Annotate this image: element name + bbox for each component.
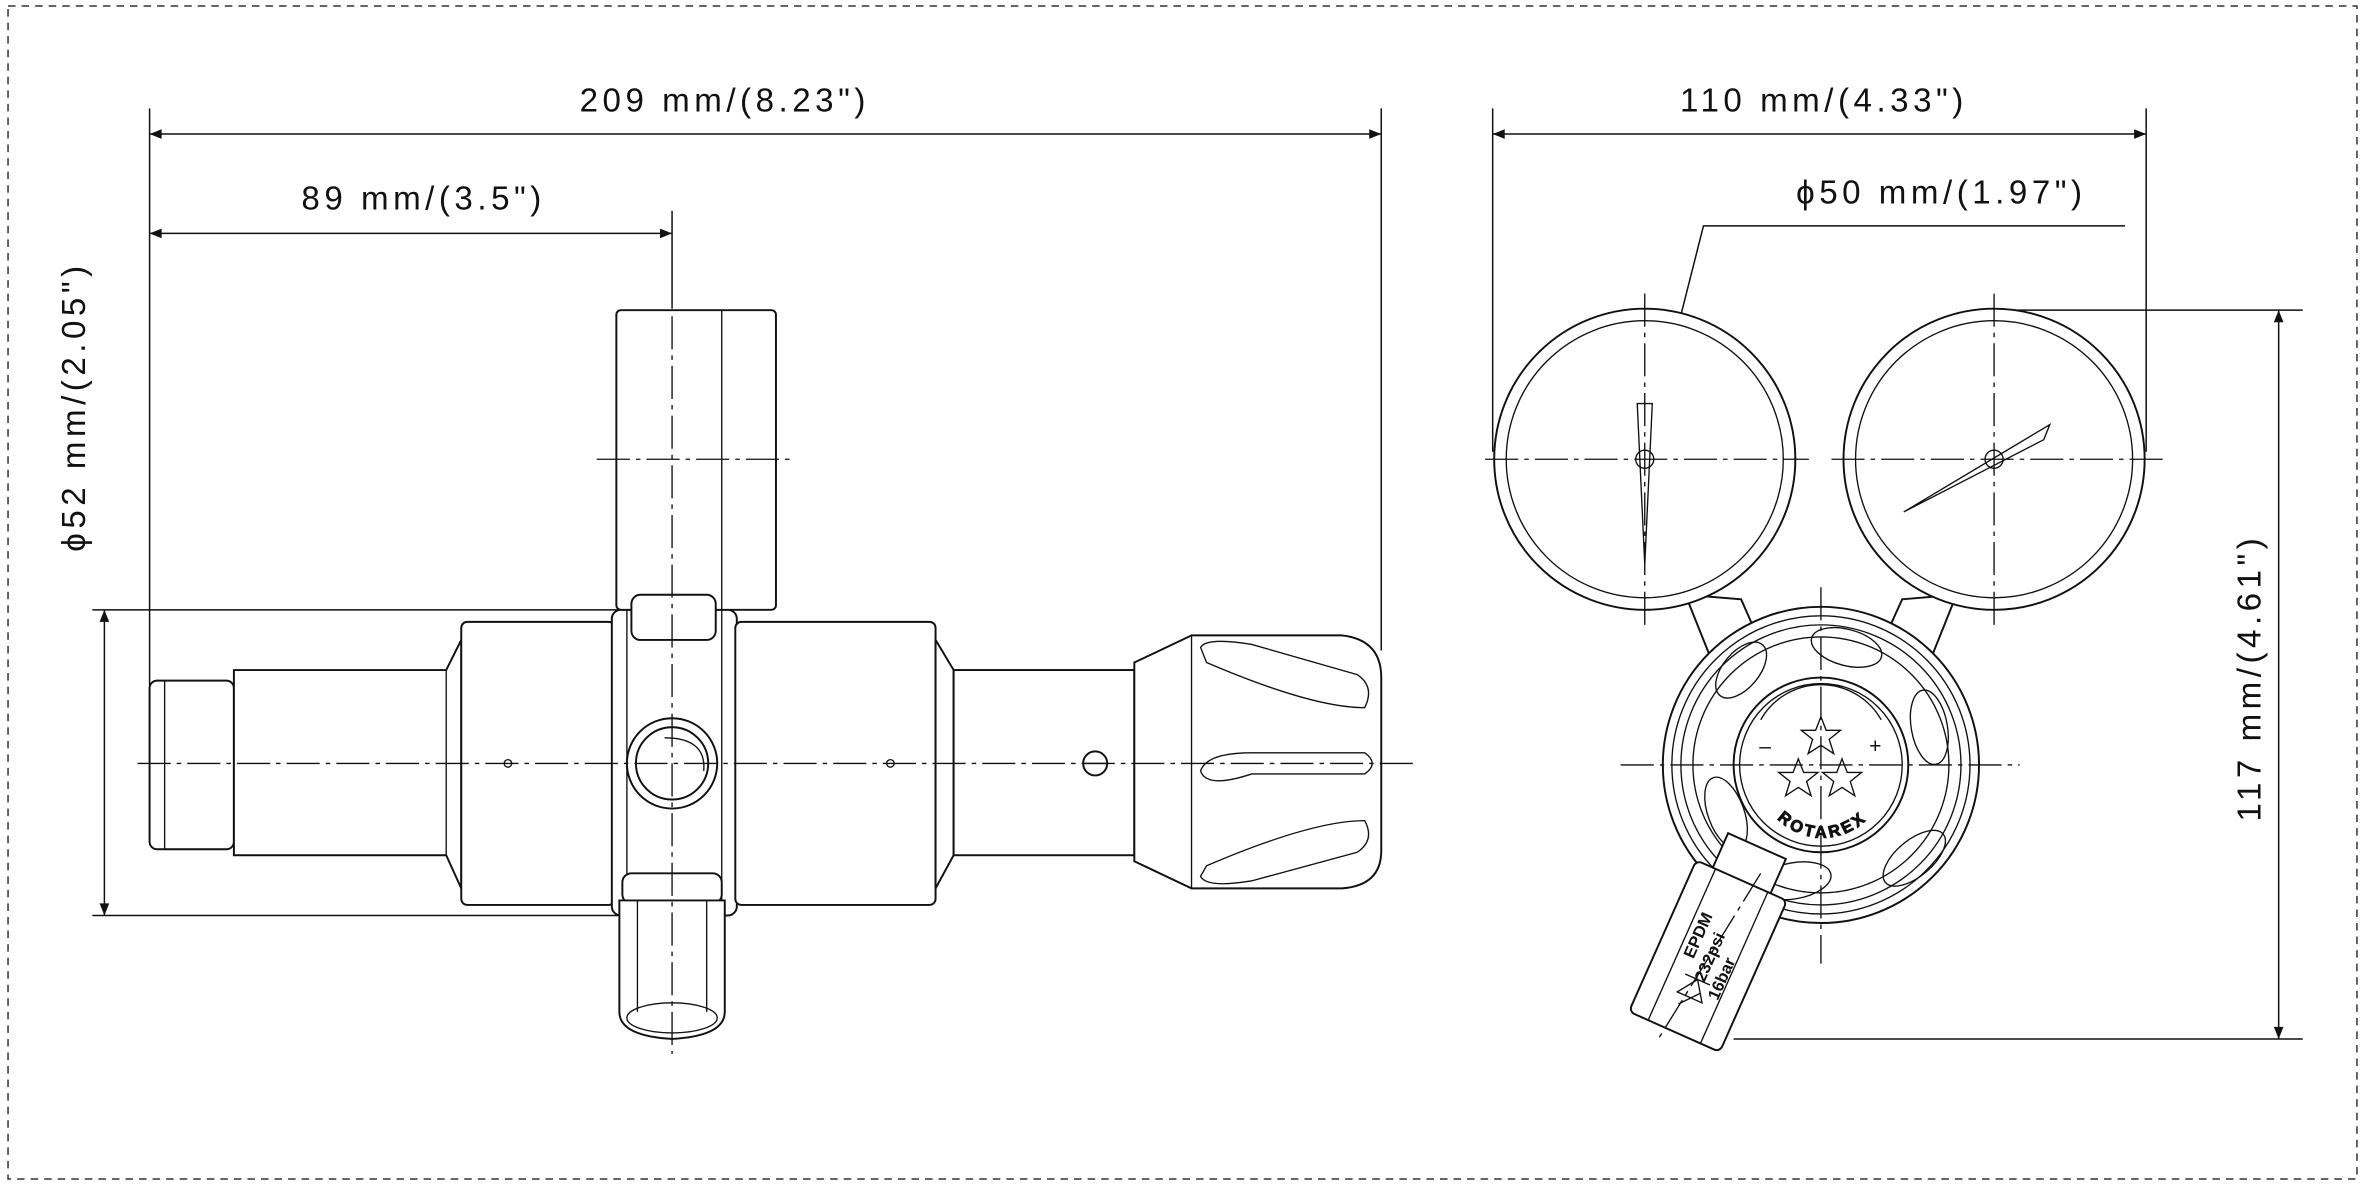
side-view: 209 mm/(8.23") 89 mm/(3.5") ϕ52 mm/(2.05…	[56, 82, 1418, 1055]
scale-minus: –	[1759, 735, 1771, 758]
star-icon	[1776, 757, 1820, 798]
scale-plus: +	[1869, 735, 1881, 758]
adjusting-knob	[1133, 634, 1383, 890]
dim-gauge-offset: 89 mm/(3.5")	[301, 180, 545, 217]
dim-overall-width: 110 mm/(4.33")	[1680, 82, 1968, 119]
dim-overall-height: 117 mm/(4.61")	[2232, 534, 2269, 822]
outlet-valve: 16bar 232psi EPDM	[1629, 831, 1788, 1052]
side-gauge	[615, 309, 777, 611]
gauge-needle	[1903, 423, 2052, 513]
dim-body-diameter: ϕ52 mm/(2.05")	[56, 261, 93, 551]
front-view: 110 mm/(4.33") ϕ50 mm/(1.97") 117 mm/(4.…	[1485, 82, 2303, 1052]
dim-gauge-diameter: ϕ50 mm/(1.97")	[1796, 174, 2086, 211]
check-valve-symbol-icon	[1675, 973, 1711, 1005]
drawing-border	[7, 5, 2358, 1180]
star-icon	[1820, 757, 1864, 798]
dim-overall-length: 209 mm/(8.23")	[580, 82, 870, 119]
